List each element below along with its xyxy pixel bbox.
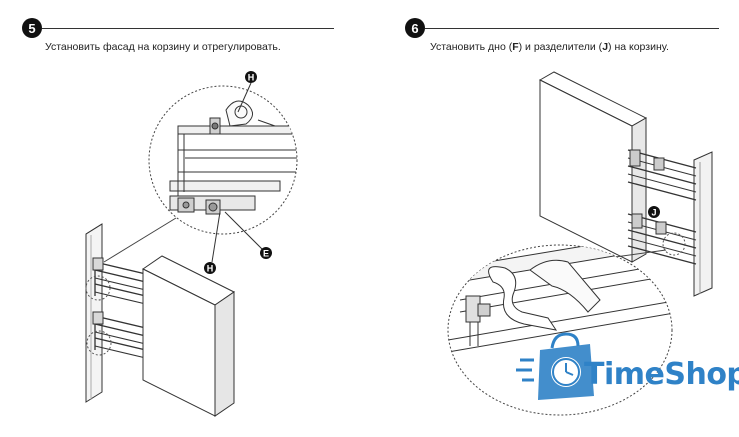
step-6-part-j: J [602, 41, 609, 53]
step-5-rule [42, 28, 334, 29]
step-6-rule [425, 28, 719, 29]
lower-basket [92, 311, 151, 360]
step-5-instruction: Установить фасад на корзину и отрегулиро… [45, 41, 281, 53]
callout-h-top: H [248, 73, 255, 83]
front-panel-right [693, 151, 713, 297]
step-6-number: 6 [411, 20, 419, 36]
step-6-instruction: Установить дно (F) и разделители (J) на … [430, 41, 669, 53]
step-6-text-b: ) и разделители ( [518, 41, 603, 53]
step-5-number: 5 [28, 20, 36, 36]
upper-basket-right [627, 149, 697, 201]
step-6-callouts: J [648, 206, 660, 218]
step-6-badge: 6 [405, 18, 425, 38]
step-6-text-c: ) на корзину. [608, 41, 669, 53]
step-6-text-a: Установить дно ( [430, 41, 513, 53]
front-facade [142, 255, 235, 417]
step-6-part-f: F [512, 41, 519, 53]
step-5-callouts: H H E [204, 71, 272, 274]
step-5-badge: 5 [22, 18, 42, 38]
watermark-brand: TimeShop [584, 357, 739, 392]
zoom-detail-5 [169, 100, 297, 215]
callout-e: E [263, 249, 269, 259]
upper-basket [92, 256, 151, 306]
callout-j: J [651, 208, 656, 218]
step-5-drawing [85, 82, 298, 417]
clock-bag-icon [516, 332, 594, 400]
callout-h-bottom: H [207, 264, 214, 274]
